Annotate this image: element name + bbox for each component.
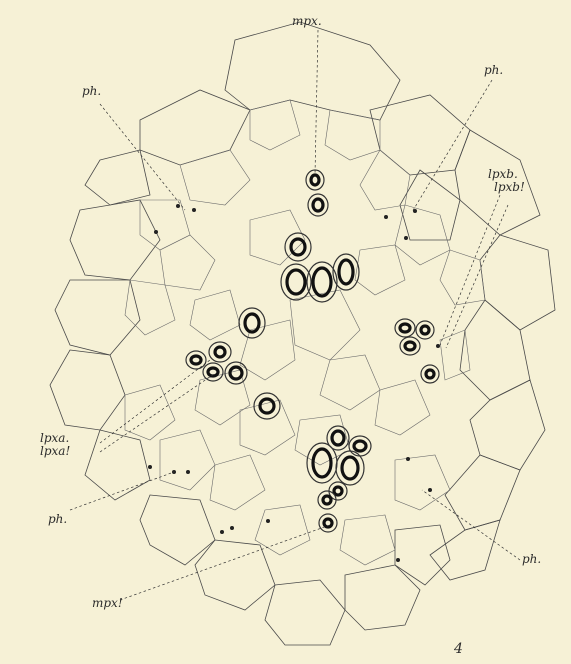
label-lpxa-prime: lpxa! bbox=[40, 445, 70, 457]
xylem-vessels bbox=[186, 170, 439, 532]
label-lpxb: lpxb. bbox=[488, 168, 518, 180]
phloem-nuclei bbox=[148, 204, 440, 562]
label-ph-top-right: ph. bbox=[484, 64, 503, 76]
label-ph-bottom-left: ph. bbox=[48, 513, 67, 525]
cortex-cells bbox=[50, 22, 555, 645]
label-ph-top-left: ph. bbox=[82, 85, 101, 97]
label-mpx: mpx. bbox=[292, 15, 322, 27]
label-lpxb-prime: lpxb! bbox=[494, 181, 525, 193]
leader-lines bbox=[70, 30, 520, 600]
label-mpx-prime: mpx! bbox=[92, 597, 123, 609]
stele-cells bbox=[125, 100, 485, 565]
figure-number: 4 bbox=[454, 643, 463, 655]
label-lpxa: lpxa. bbox=[40, 432, 69, 444]
label-ph-bottom-right: ph. bbox=[522, 553, 541, 565]
